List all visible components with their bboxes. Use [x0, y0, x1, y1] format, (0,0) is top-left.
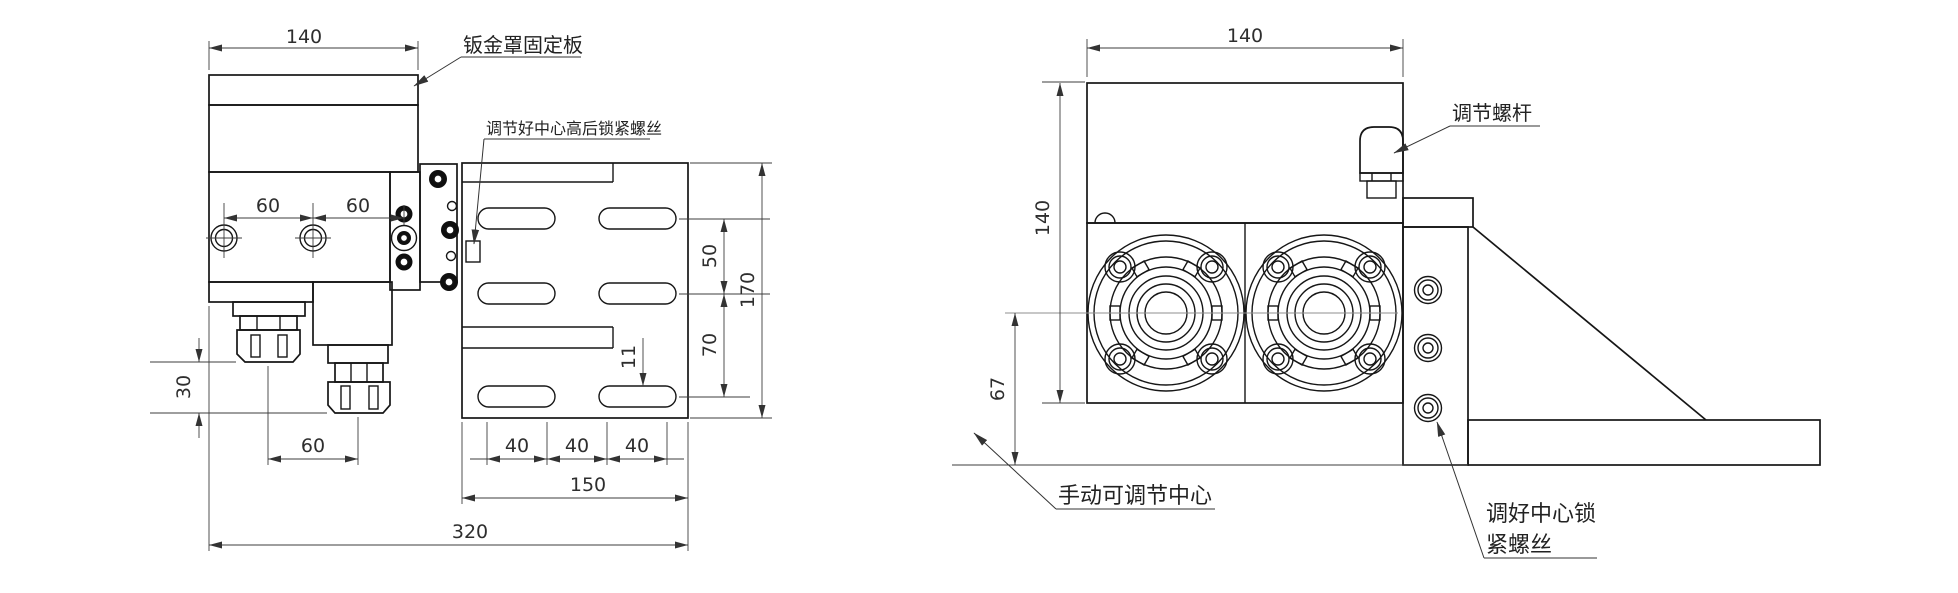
cover-box — [208, 104, 419, 173]
lock-note-label: 调节好中心高后锁紧螺丝 — [486, 120, 662, 138]
slot — [598, 207, 677, 230]
center-lock-screw — [465, 240, 481, 263]
slot — [598, 385, 677, 408]
manual-center-leader — [973, 432, 1057, 510]
slot — [477, 207, 556, 230]
dim-60-nose: 60 — [301, 435, 325, 457]
lock-screw-column — [1402, 226, 1469, 466]
right-view-labels: 调节螺杆 手动可调节中心 调好中心锁 紧螺丝 — [973, 102, 1597, 559]
clamp-strip-b — [419, 163, 458, 283]
right-view: 140 140 67 调节螺杆 手动可调节中心 调好中心锁 紧螺丝 — [952, 25, 1821, 559]
dim-40-b: 40 — [565, 435, 589, 457]
flange-bolts — [1104, 251, 1228, 375]
cover-plate-label: 钣金罩固定板 — [463, 34, 583, 57]
center-lock-label-line1: 调好中心锁 — [1486, 501, 1596, 526]
top-cover-plate — [208, 74, 419, 106]
lock-note-leader — [471, 138, 485, 245]
dim-60-b: 60 — [346, 195, 370, 217]
dim-30: 30 — [173, 375, 195, 399]
right-view-outline — [1086, 82, 1821, 466]
bracket-plate — [1402, 197, 1474, 228]
slot — [598, 282, 677, 305]
dim-170: 170 — [737, 272, 759, 308]
spindle-nose-1 — [232, 301, 306, 363]
adjust-rod-label: 调节螺杆 — [1452, 102, 1532, 125]
dim-67: 67 — [987, 377, 1009, 401]
housing-box — [1086, 82, 1404, 224]
center-lock-leader — [1436, 421, 1485, 559]
center-lock-label-line2: 紧螺丝 — [1486, 532, 1552, 557]
top-notch — [1094, 212, 1116, 224]
column-screws — [1413, 275, 1443, 423]
main-block — [208, 171, 391, 283]
bolt-cluster — [390, 170, 481, 291]
dim-70: 70 — [699, 333, 721, 357]
dim-60-a: 60 — [256, 195, 280, 217]
dim-11: 11 — [618, 345, 640, 369]
dim-140-right-top: 140 — [1227, 25, 1263, 47]
dim-40-c: 40 — [625, 435, 649, 457]
slot — [477, 282, 556, 305]
right-view-dimensions: 140 140 67 — [952, 25, 1468, 466]
base-plate — [1467, 419, 1821, 466]
dim-150: 150 — [570, 474, 606, 496]
dim-140-left: 140 — [286, 26, 322, 48]
dim-320: 320 — [452, 521, 488, 543]
spindle1-step — [208, 281, 314, 303]
left-view: 140 60 60 30 — [150, 26, 772, 551]
dim-40-a: 40 — [505, 435, 529, 457]
adjust-screw-knob — [1359, 126, 1404, 199]
cover-plate-leader — [413, 56, 462, 87]
dim-50: 50 — [699, 244, 721, 268]
left-view-labels: 钣金罩固定板 调节好中心高后锁紧螺丝 — [413, 34, 662, 245]
adjust-rod-leader — [1393, 125, 1451, 154]
left-view-dimensions: 140 60 60 30 — [150, 26, 772, 551]
dim-140-right-vert: 140 — [1032, 200, 1054, 236]
slot — [477, 385, 556, 408]
manual-center-label: 手动可调节中心 — [1058, 483, 1212, 508]
slotted-plate — [461, 162, 689, 419]
brace — [1472, 226, 1707, 421]
flange-bolts — [1262, 251, 1386, 375]
left-view-outline — [208, 74, 689, 419]
spindle-nose-2 — [312, 281, 393, 414]
